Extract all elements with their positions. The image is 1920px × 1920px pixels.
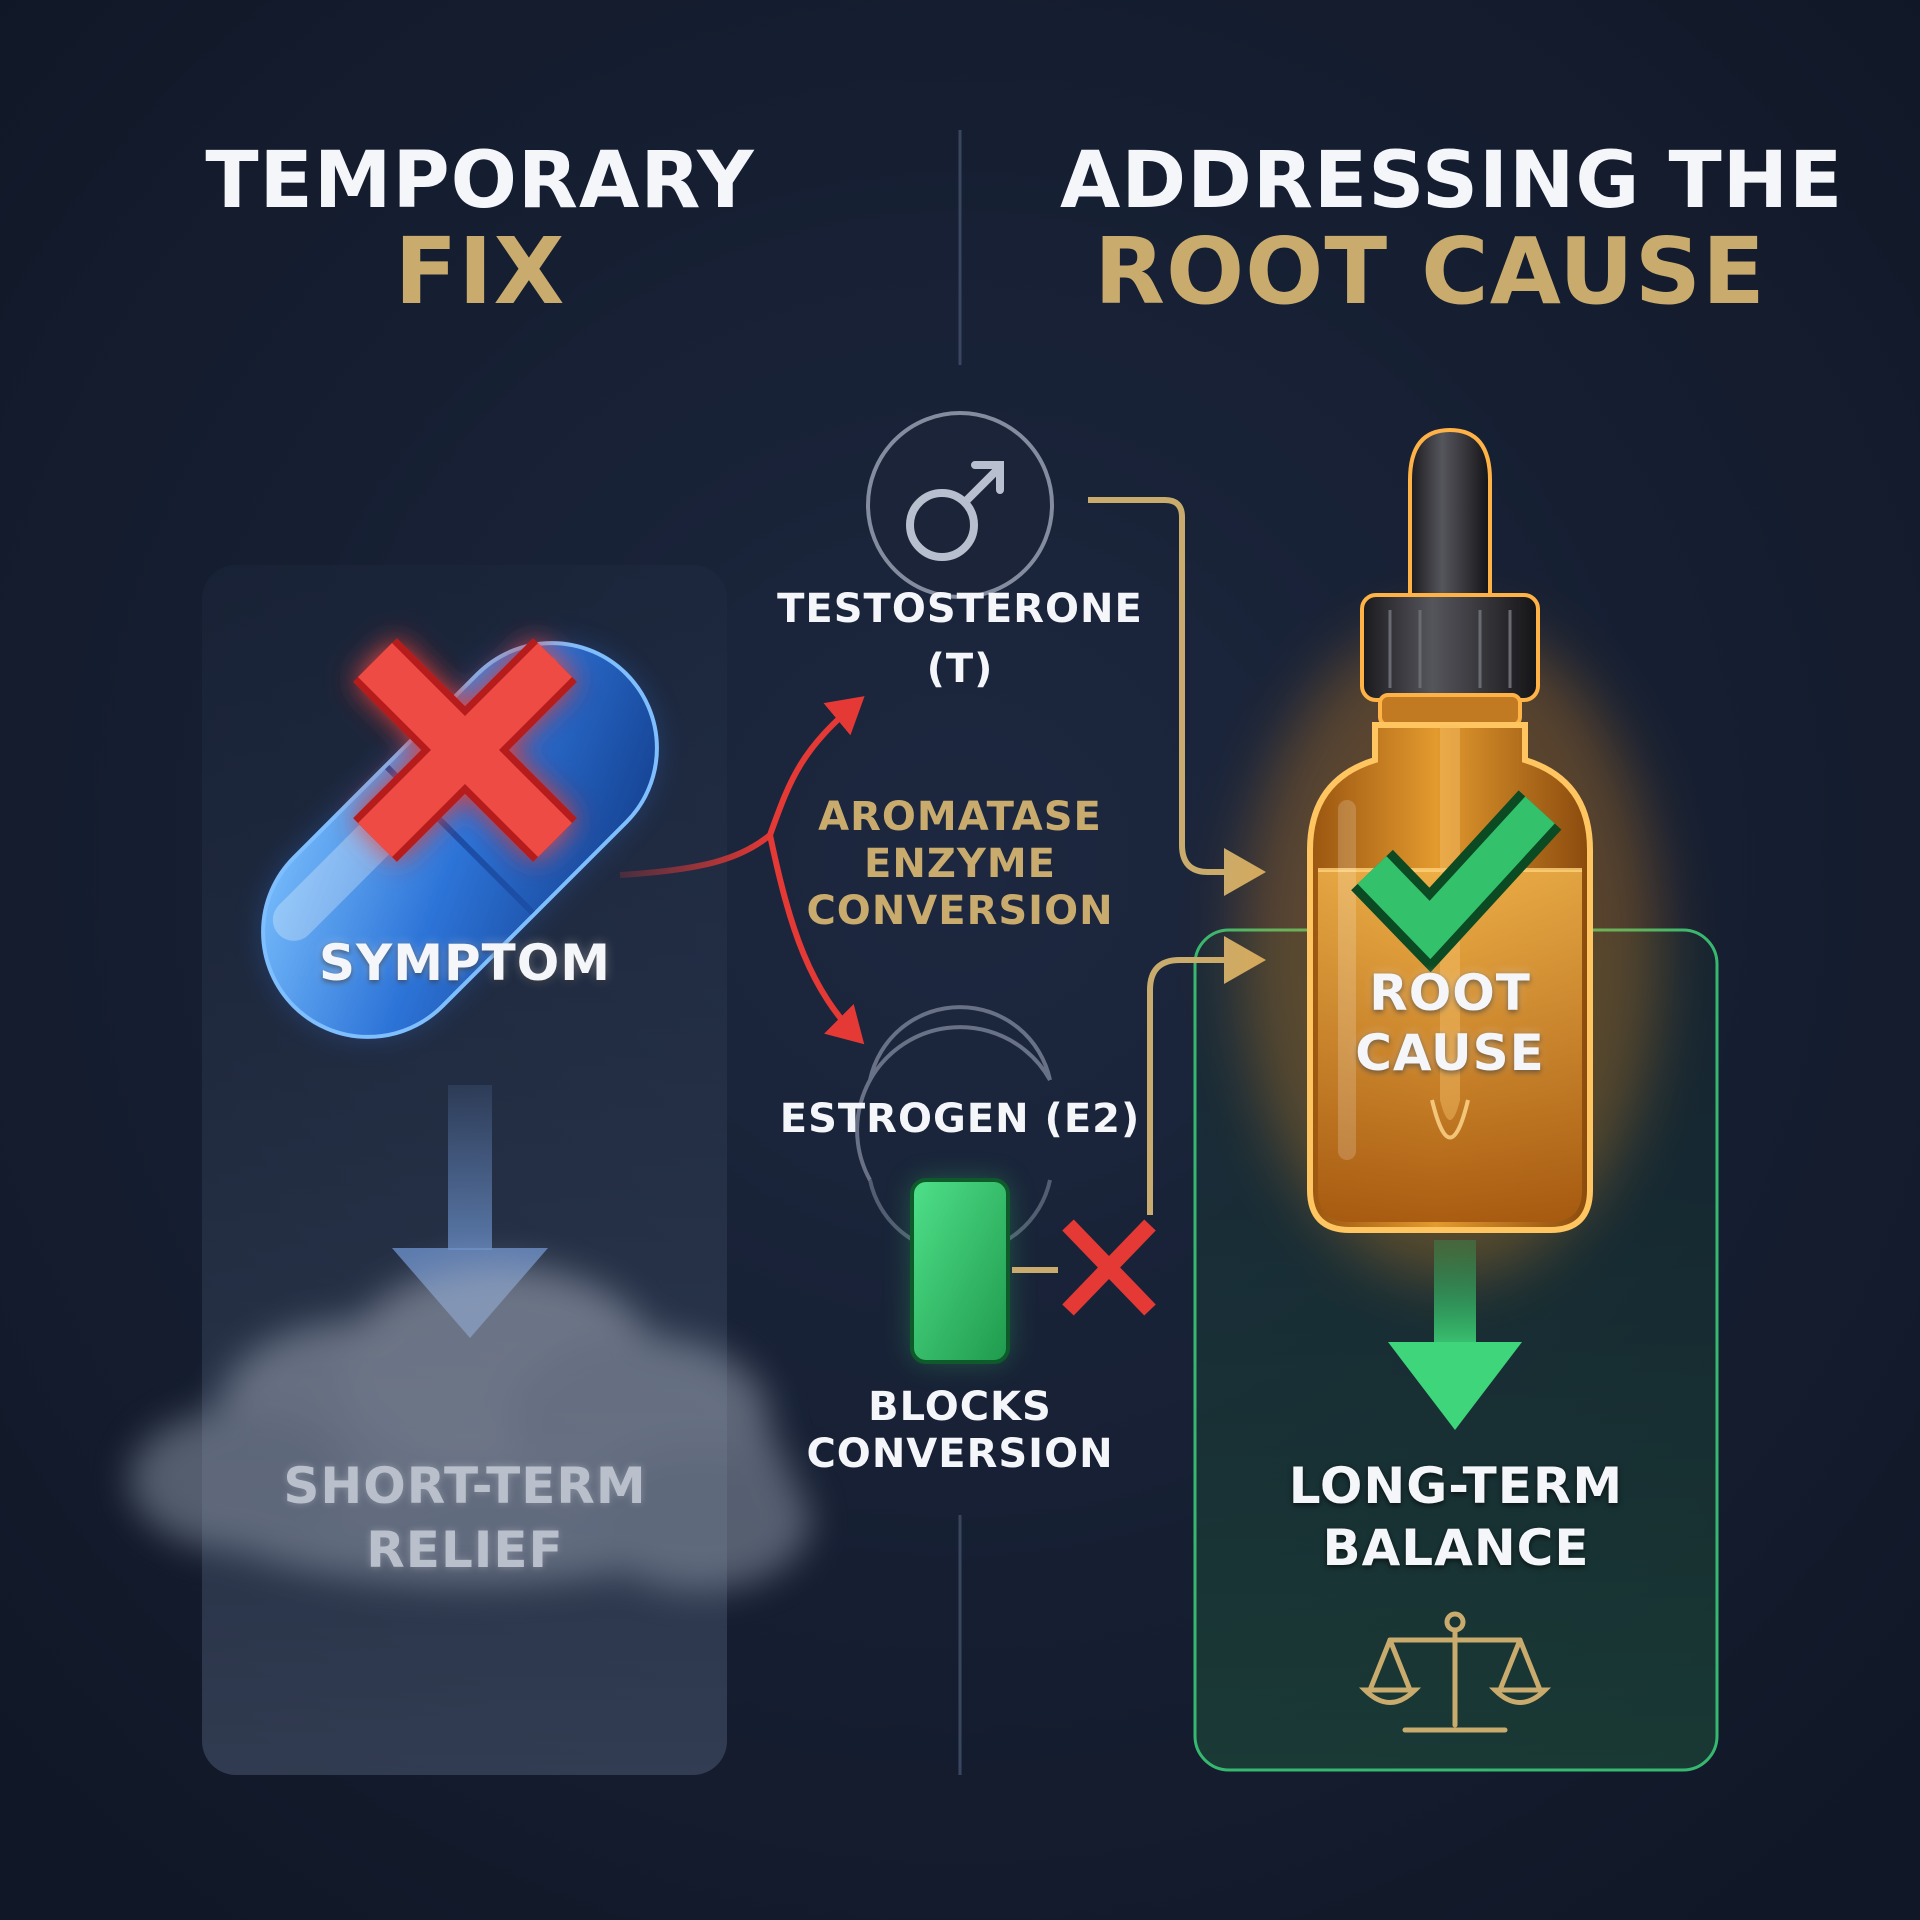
cloud-icon (130, 1265, 810, 1590)
male-symbol-icon (906, 461, 1004, 561)
left-heading-line1: TEMPORARY (205, 136, 755, 226)
blocker-block-icon (910, 1178, 1010, 1364)
hormone-top-line1: TESTOSTERONE (777, 586, 1143, 632)
estrogen-node (855, 1005, 1052, 1181)
check-mark-icon (1351, 790, 1562, 973)
right-heading-line2: ROOT CAUSE (1094, 218, 1766, 325)
bottle-label-line1: ROOT (1369, 964, 1531, 1022)
blocker-line2: CONVERSION (806, 1431, 1114, 1477)
process-line3: CONVERSION (806, 888, 1114, 934)
down-arrow-right (1388, 1240, 1522, 1430)
outcome-left-line2: RELIEF (366, 1521, 564, 1579)
pill-label: SYMPTOM (319, 934, 611, 992)
hormone-top-line2: (T) (926, 646, 994, 692)
outcome-right-line1: LONG-TERM (1288, 1457, 1624, 1515)
x-mark-small-icon (1062, 1219, 1156, 1316)
outcome-right-line2: BALANCE (1322, 1519, 1590, 1577)
connector-testosterone (1088, 497, 1266, 896)
process-line2: ENZYME (864, 841, 1056, 887)
blocker-line1: BLOCKS (868, 1384, 1052, 1430)
scale-icon (1358, 1611, 1552, 1733)
hormone-bottom: ESTROGEN (E2) (779, 1096, 1141, 1142)
connector-blocker (1147, 936, 1266, 1215)
left-heading-line2: FIX (394, 218, 566, 325)
bottle-label-line2: CAUSE (1355, 1024, 1545, 1082)
outcome-left-line1: SHORT-TERM (283, 1457, 647, 1515)
process-line1: AROMATASE (818, 794, 1102, 840)
x-mark-icon (353, 638, 577, 862)
right-heading-line1: ADDRESSING THE (1060, 136, 1844, 226)
testosterone-node (866, 411, 1054, 599)
conversion-arrows (619, 696, 865, 1045)
